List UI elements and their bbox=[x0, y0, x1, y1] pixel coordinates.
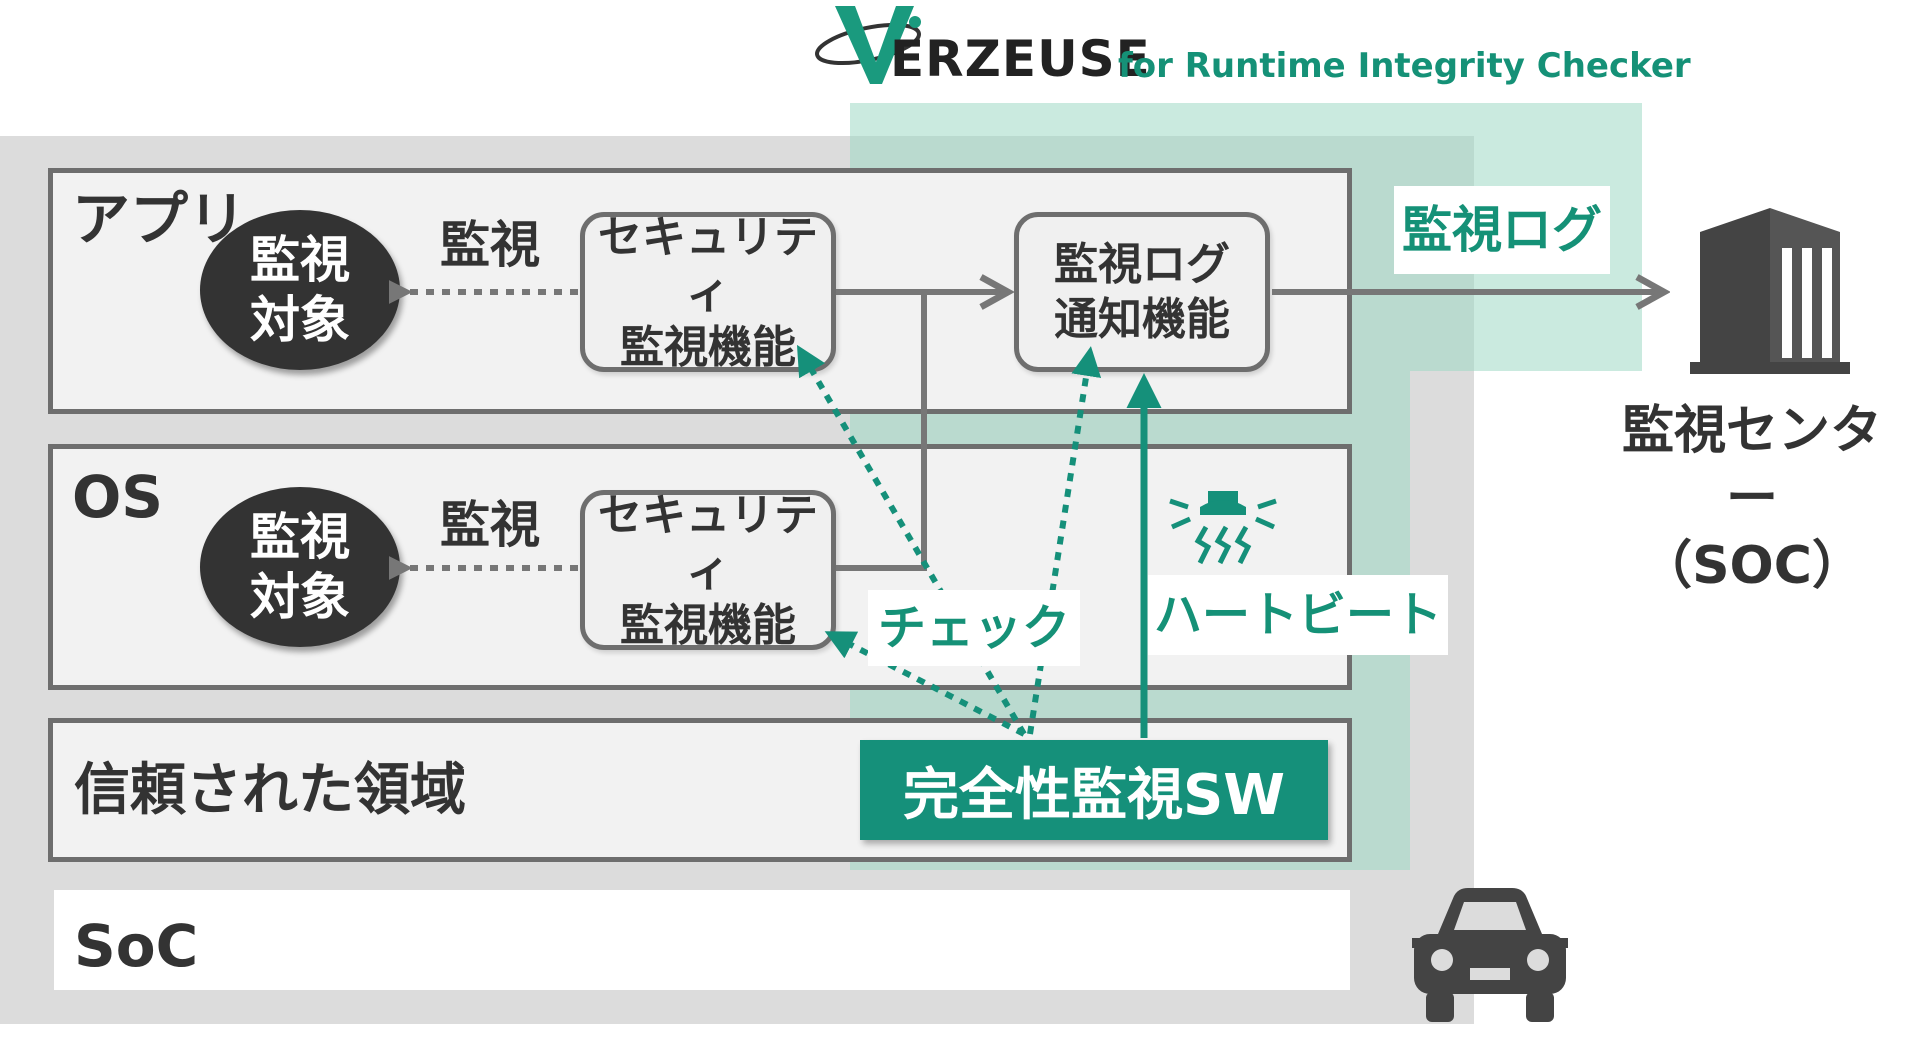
check-arrow-log bbox=[1027, 346, 1102, 735]
soc-layer-title: SoC bbox=[74, 912, 199, 980]
verzeuse-logo: ERZEUSE for Runtime Integrity Checker bbox=[810, 0, 1710, 90]
brand-tagline: for Runtime Integrity Checker bbox=[1118, 46, 1691, 86]
log-label: 監視ログ bbox=[1394, 186, 1610, 274]
os-layer-title: OS bbox=[72, 463, 164, 531]
building-icon bbox=[1690, 208, 1850, 374]
os-monitor-label: 監視 bbox=[440, 496, 540, 554]
verzeuse-logo-icon bbox=[815, 6, 921, 84]
log-notification-function: 監視ログ 通知機能 bbox=[1014, 212, 1270, 372]
app-security-function: セキュリティ 監視機能 bbox=[580, 212, 836, 373]
brand-name: ERZEUSE bbox=[890, 30, 1151, 88]
alarm-lamp-icon bbox=[1169, 491, 1277, 565]
app-monitor-label: 監視 bbox=[440, 216, 540, 274]
os-to-log-line bbox=[836, 292, 927, 571]
check-arrow-app bbox=[796, 344, 1027, 736]
check-arrow-os bbox=[824, 631, 1026, 737]
soc-layer bbox=[54, 890, 1350, 990]
monitoring-center-label: 監視センター （SOC） bbox=[1621, 401, 1882, 597]
app-monitor-target: 監視 対象 bbox=[200, 210, 400, 370]
car-icon bbox=[1412, 888, 1568, 1022]
os-monitor-target: 監視 対象 bbox=[200, 487, 400, 647]
integrity-monitoring-sw: 完全性監視SW bbox=[860, 740, 1328, 840]
os-security-function: セキュリティ 監視機能 bbox=[580, 490, 836, 651]
trusted-layer-title: 信頼された領域 bbox=[74, 758, 466, 823]
app-layer-title: アプリ bbox=[72, 185, 247, 253]
check-label: チェック bbox=[868, 590, 1080, 666]
heartbeat-label: ハートビート bbox=[1148, 575, 1448, 655]
